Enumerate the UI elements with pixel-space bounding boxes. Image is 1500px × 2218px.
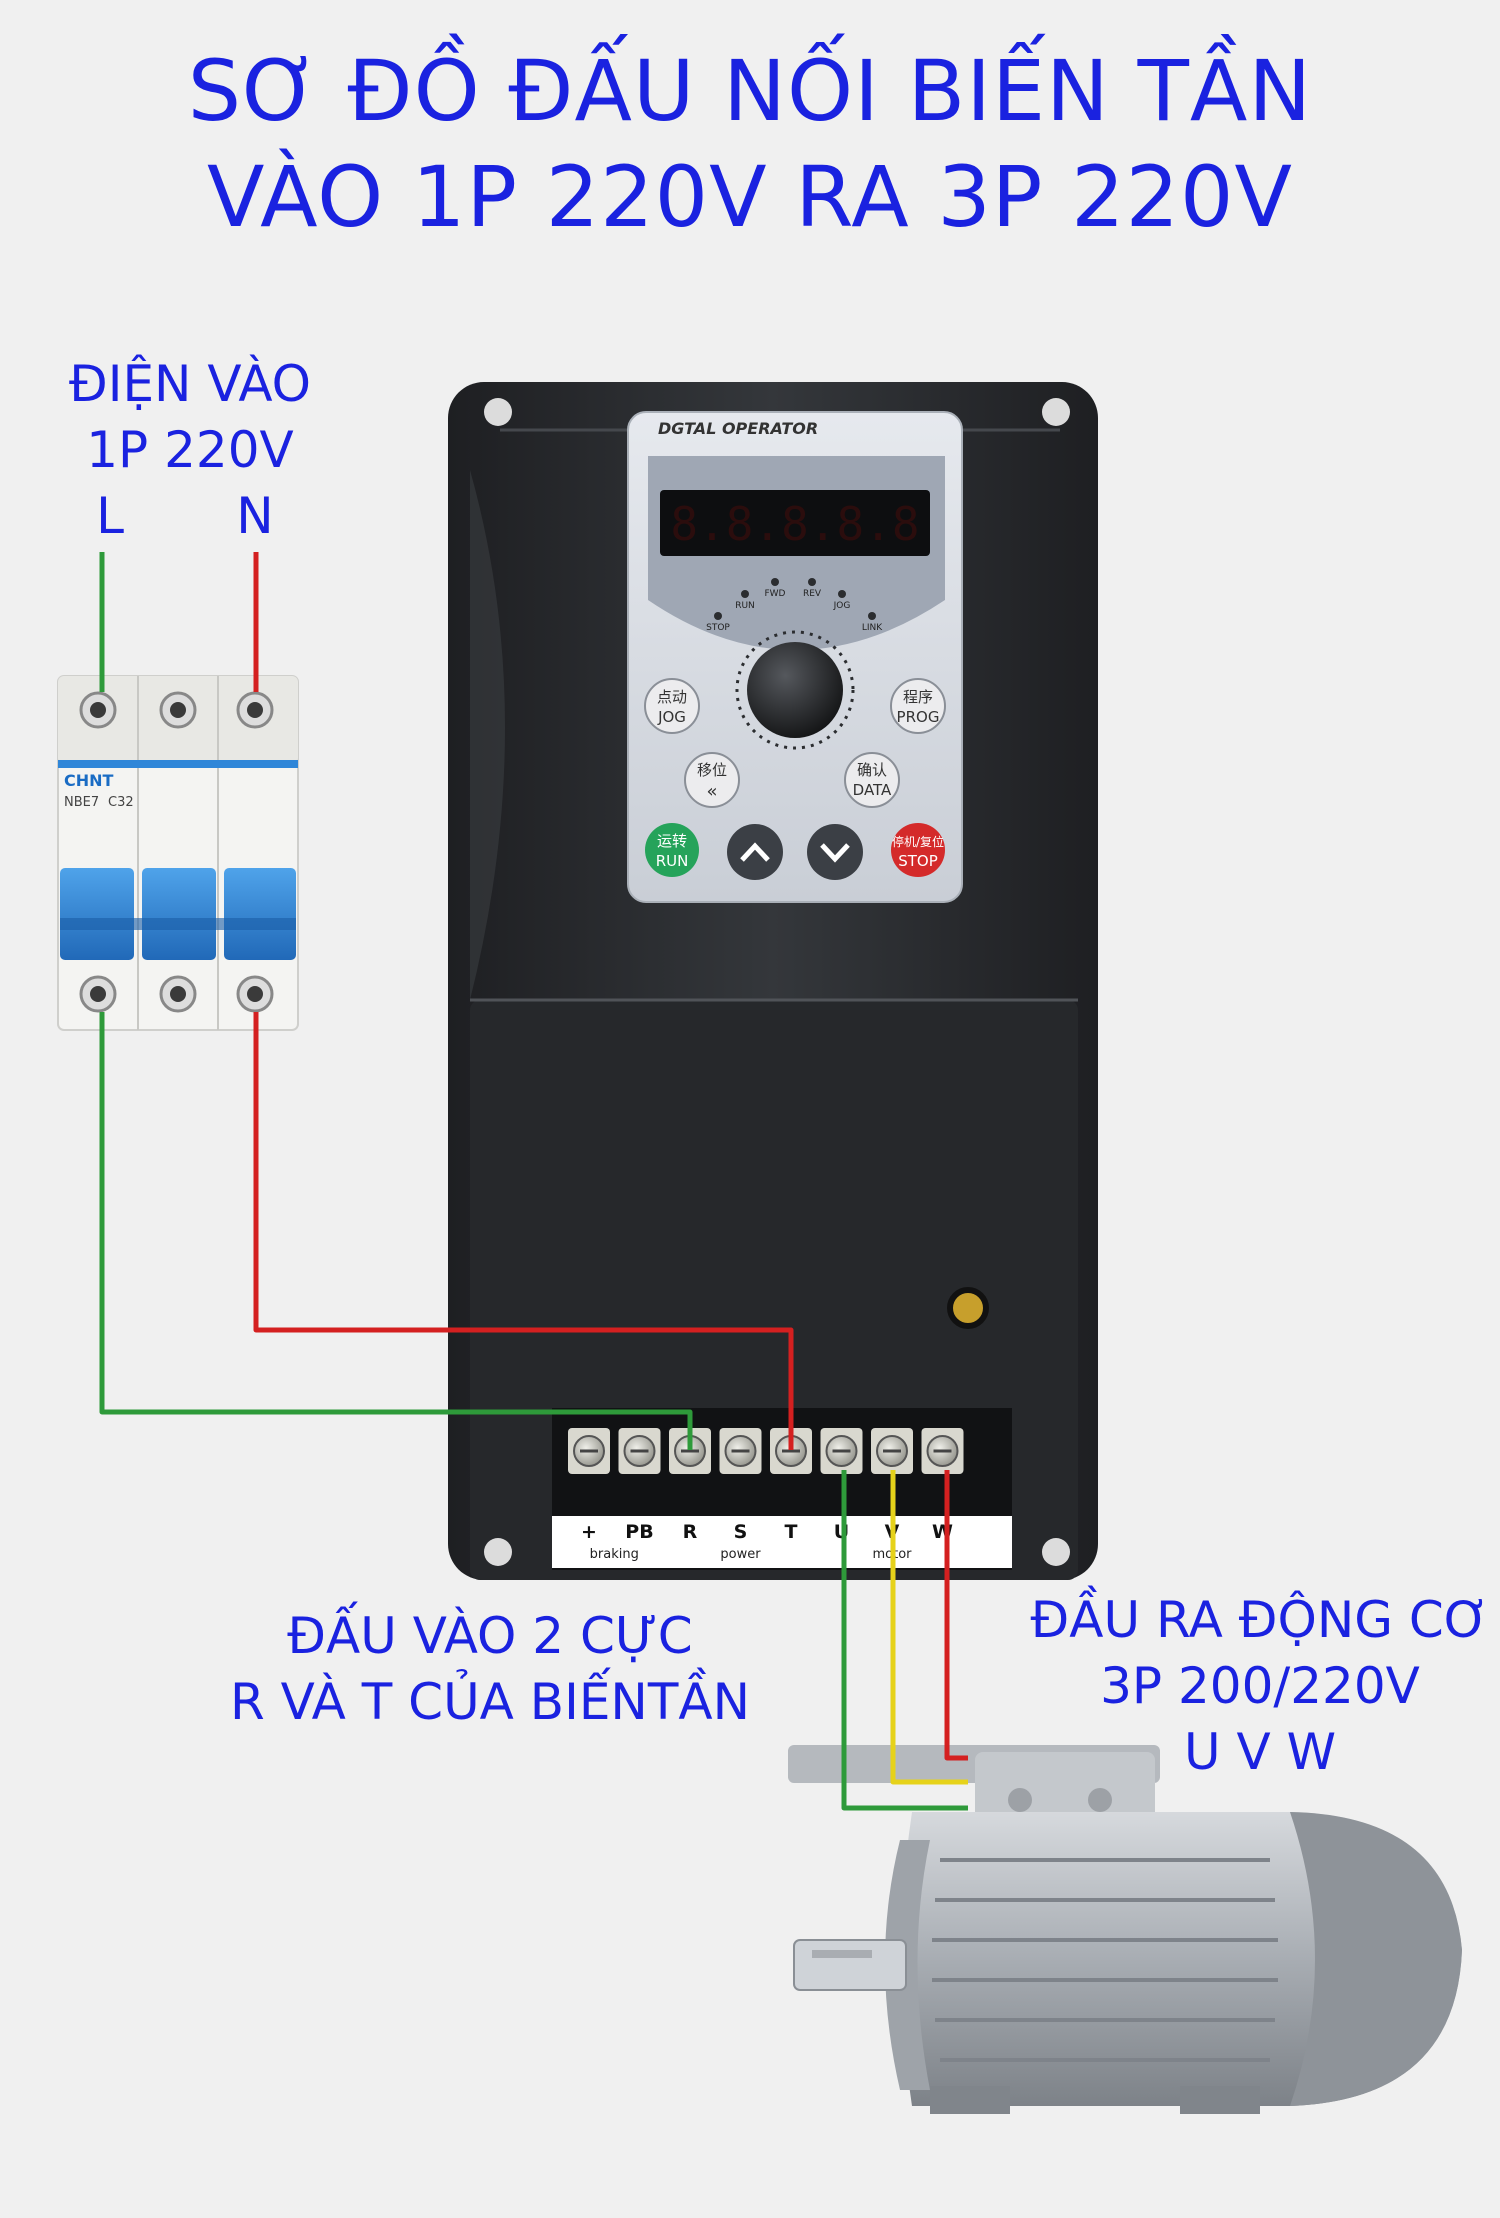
title-line-2: VÀO 1P 220V RA 3P 220V bbox=[207, 148, 1293, 246]
led-stop bbox=[714, 612, 722, 620]
motor-foot-front bbox=[930, 2086, 1010, 2114]
stop-button-label: STOP bbox=[898, 852, 938, 870]
led-label-run: RUN bbox=[735, 601, 755, 611]
led-label-link: LINK bbox=[862, 623, 883, 633]
input-label-line-1: ĐIỆN VÀO bbox=[68, 355, 312, 413]
led-display-text: 8.8.8.8.8 bbox=[670, 497, 919, 551]
motor-fan-cover bbox=[1290, 1812, 1462, 2106]
led-run bbox=[741, 590, 749, 598]
status-leds bbox=[714, 578, 876, 620]
led-jog bbox=[838, 590, 846, 598]
title-line-1: SƠ ĐỒ ĐẤU NỐI BIẾN TẦN bbox=[187, 42, 1313, 140]
data-button-cn: 确认 bbox=[857, 761, 887, 779]
motor bbox=[788, 1745, 1462, 2114]
led-fwd bbox=[771, 578, 779, 586]
stop-button[interactable]: 停机/复位 STOP bbox=[891, 823, 945, 877]
down-button[interactable] bbox=[807, 824, 863, 880]
status-led-labels: RUN FWD REV JOG STOP LINK bbox=[706, 589, 883, 633]
breaker-brand: CHNT bbox=[64, 771, 114, 790]
terminal-label-0: + bbox=[581, 1521, 597, 1543]
terminal-label-line-1: ĐẤU VÀO 2 CỰC bbox=[287, 1607, 693, 1665]
mount-hole-bottom-left bbox=[484, 1538, 512, 1566]
stop-button-cn: 停机/复位 bbox=[892, 834, 944, 849]
inverter: DGTAL OPERATOR 8.8.8.8.8 RUN FWD REV JOG STO… bbox=[448, 382, 1098, 1580]
run-button-label: RUN bbox=[656, 852, 689, 870]
run-button-cn: 运转 bbox=[657, 832, 687, 850]
wire-V-to-motor bbox=[890, 1470, 968, 1785]
up-button[interactable] bbox=[727, 824, 783, 880]
prog-button-label: PROG bbox=[897, 708, 940, 726]
output-label-line-3: U V W bbox=[1183, 1723, 1337, 1781]
shift-button-cn: 移位 bbox=[697, 761, 727, 779]
shift-arrows-icon: « bbox=[706, 781, 717, 802]
speed-knob[interactable] bbox=[747, 642, 843, 738]
chevron-down-icon bbox=[820, 843, 850, 863]
circuit-breaker: CHNT NBE7 C32 bbox=[57, 675, 299, 1031]
input-label-L: L bbox=[96, 487, 124, 545]
motor-foot-rear bbox=[1180, 2086, 1260, 2114]
terminal-group-power: power bbox=[720, 1547, 761, 1562]
wire-L-to-R bbox=[99, 1012, 693, 1450]
led-rev bbox=[808, 578, 816, 586]
led-label-jog: JOG bbox=[833, 601, 851, 611]
terminal-label-2: R bbox=[683, 1521, 698, 1543]
motor-shaft bbox=[793, 1939, 907, 1991]
wire-U-to-motor bbox=[841, 1470, 968, 1811]
terminal-label-1: PB bbox=[625, 1521, 653, 1543]
prog-button-cn: 程序 bbox=[903, 688, 933, 706]
led-display bbox=[660, 490, 930, 556]
breaker-top-screws bbox=[79, 691, 274, 729]
terminal-label-7: W bbox=[932, 1521, 953, 1543]
wires bbox=[99, 552, 968, 1811]
mount-hole-top-left bbox=[484, 398, 512, 426]
input-label-N: N bbox=[236, 487, 274, 545]
breaker-bottom-screws bbox=[79, 975, 274, 1013]
led-label-rev: REV bbox=[803, 589, 822, 599]
breaker-toggle-1 bbox=[60, 868, 134, 960]
breaker-rating: C32 bbox=[108, 795, 134, 810]
chevron-up-icon bbox=[740, 842, 770, 862]
wire-N-to-T bbox=[253, 1012, 794, 1450]
operator-panel: DGTAL OPERATOR 8.8.8.8.8 RUN FWD REV JOG STO… bbox=[627, 411, 963, 903]
breaker-toggle-3 bbox=[224, 868, 296, 960]
breaker-model: NBE7 bbox=[64, 795, 99, 810]
terminal-screws bbox=[568, 1428, 964, 1474]
jog-button-label: JOG bbox=[657, 708, 686, 726]
motor-front-flange bbox=[885, 1840, 930, 2090]
grounding-bolt bbox=[947, 1287, 989, 1329]
data-button[interactable]: 确认 DATA bbox=[844, 752, 900, 808]
terminal-group-braking: braking bbox=[590, 1547, 639, 1562]
input-label-line-2: 1P 220V bbox=[86, 421, 294, 479]
terminal-label-4: T bbox=[785, 1521, 798, 1543]
mount-hole-top-right bbox=[1042, 398, 1070, 426]
prog-button[interactable]: 程序 PROG bbox=[890, 678, 946, 734]
led-link bbox=[868, 612, 876, 620]
panel-title: DGTAL OPERATOR bbox=[658, 419, 818, 438]
led-label-fwd: FWD bbox=[764, 589, 785, 599]
mount-hole-bottom-right bbox=[1042, 1538, 1070, 1566]
terminal-label-3: S bbox=[734, 1521, 748, 1543]
wire-W-to-motor bbox=[944, 1470, 968, 1761]
led-label-stop: STOP bbox=[706, 623, 730, 633]
output-label-line-1: ĐẦU RA ĐỘNG CƠ bbox=[1030, 1591, 1490, 1649]
terminal-label-line-2: R VÀ T CỦA BIẾNTẦN bbox=[230, 1673, 750, 1731]
breaker-toggle-2 bbox=[142, 868, 216, 960]
data-button-label: DATA bbox=[853, 781, 892, 799]
shift-button[interactable]: 移位 « bbox=[684, 752, 740, 808]
run-button[interactable]: 运转 RUN bbox=[645, 823, 699, 877]
output-label-line-2: 3P 200/220V bbox=[1100, 1657, 1420, 1715]
jog-button[interactable]: 点动 JOG bbox=[644, 678, 700, 734]
jog-button-cn: 点动 bbox=[657, 688, 687, 706]
